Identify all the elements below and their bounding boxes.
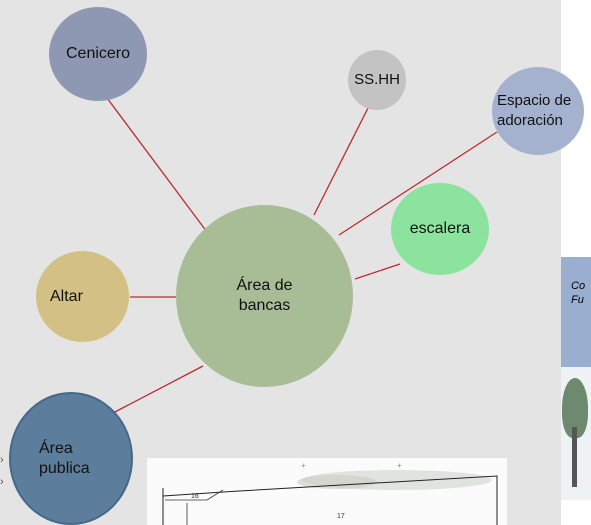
node-altar-label: Altar	[50, 287, 83, 305]
connector-espacio	[338, 131, 498, 236]
photo-sky	[561, 257, 591, 367]
node-escalera-label: escalera	[409, 220, 471, 237]
node-center-line1: Área de	[236, 277, 293, 294]
section-drawing: + + 16 17	[147, 458, 507, 525]
chevron-right-icon: ›	[0, 476, 4, 488]
photo-caption-line2: Fu	[571, 294, 584, 306]
connector-escalera	[354, 263, 401, 280]
node-area-publica-line1: Área	[39, 439, 73, 457]
node-cenicero: Cenicero	[49, 7, 147, 101]
connector-cenicero	[106, 97, 208, 233]
svg-text:+: +	[301, 461, 306, 470]
drawing-label-16: 16	[191, 493, 199, 500]
node-espacio-adoracion: Espacio de adoración	[492, 67, 584, 155]
node-area-publica-line2: publica	[39, 459, 90, 477]
node-escalera: escalera	[391, 183, 489, 275]
node-sshh-label: SS.HH	[354, 71, 400, 88]
photo-caption: Co Fu	[571, 279, 585, 307]
node-area-publica: Área publica	[9, 392, 133, 525]
connector-sshh	[313, 107, 369, 216]
node-espacio-line2: adoración	[497, 112, 563, 129]
node-espacio-line1: Espacio de	[497, 92, 572, 109]
node-center-line2: bancas	[238, 297, 291, 314]
tree-trunk	[572, 427, 577, 487]
node-sshh: SS.HH	[348, 50, 406, 110]
node-cenicero-label: Cenicero	[65, 45, 131, 62]
node-altar: Altar	[36, 251, 129, 342]
chevron-right-icon: ›	[0, 454, 4, 466]
connector-area-publica	[112, 365, 204, 414]
svg-text:+: +	[397, 461, 402, 470]
node-area-bancas: Área de bancas	[176, 205, 353, 387]
drawing-label-17: 17	[337, 513, 345, 520]
building-photo: Co Fu	[561, 257, 591, 500]
photo-caption-line1: Co	[571, 280, 586, 292]
section-drawing-svg: + + 16 17	[162, 461, 498, 525]
